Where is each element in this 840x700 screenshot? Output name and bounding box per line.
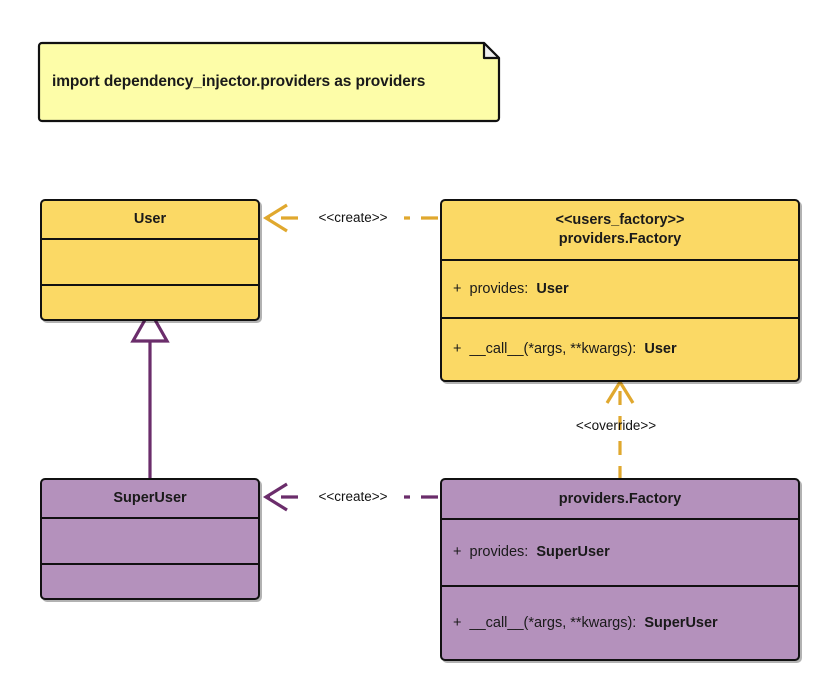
class-header-providers-factory: providers.Factory bbox=[442, 480, 798, 518]
method-label: __call__(*args, **kwargs): bbox=[469, 614, 637, 631]
attribute-label: provides: bbox=[469, 280, 529, 297]
method-label: __call__(*args, **kwargs): bbox=[469, 341, 637, 358]
attribute-row: + provides: SuperUser bbox=[453, 543, 798, 562]
note-text: import dependency_injector.providers as … bbox=[52, 73, 426, 90]
class-box-superuser[interactable]: SuperUser bbox=[40, 478, 260, 600]
edge-label-override: <<override>> bbox=[575, 418, 657, 433]
edge-label-create-superuser: <<create>> bbox=[302, 489, 404, 504]
edge-label-create-user: <<create>> bbox=[302, 210, 404, 225]
class-name-providers-factory: providers.Factory bbox=[558, 490, 682, 507]
class-stereotype-users-factory: <<users_factory>> bbox=[555, 212, 685, 229]
edge-override[interactable] bbox=[605, 378, 635, 480]
attribute-type: SuperUser bbox=[536, 544, 610, 561]
class-box-providers-factory[interactable]: providers.Factory + provides: SuperUser … bbox=[440, 478, 800, 661]
note-shape bbox=[37, 41, 501, 123]
attribute-visibility: + bbox=[453, 280, 462, 297]
class-methods-providers-factory: + __call__(*args, **kwargs): SuperUser bbox=[442, 585, 798, 659]
class-attributes-superuser bbox=[42, 517, 258, 563]
class-methods-superuser bbox=[42, 563, 258, 598]
method-type: User bbox=[644, 341, 677, 358]
class-name-users-factory: providers.Factory bbox=[558, 231, 682, 247]
class-box-user[interactable]: User bbox=[40, 199, 260, 321]
class-methods-users-factory: + __call__(*args, **kwargs): User bbox=[442, 317, 798, 380]
attribute-type: User bbox=[536, 280, 569, 297]
edge-inheritance[interactable] bbox=[130, 307, 170, 482]
method-row: + __call__(*args, **kwargs): User bbox=[453, 340, 798, 359]
attribute-visibility: + bbox=[453, 544, 462, 561]
method-visibility: + bbox=[453, 341, 462, 358]
attribute-row: + provides: User bbox=[453, 280, 798, 299]
class-box-users-factory[interactable]: <<users_factory>> providers.Factory + pr… bbox=[440, 199, 800, 382]
class-name-user: User bbox=[133, 211, 167, 228]
method-type: SuperUser bbox=[644, 614, 718, 631]
class-name-superuser: SuperUser bbox=[113, 490, 187, 507]
class-header-user: User bbox=[42, 201, 258, 238]
class-header-superuser: SuperUser bbox=[42, 480, 258, 517]
class-attributes-users-factory: + provides: User bbox=[442, 259, 798, 317]
class-header-users-factory: <<users_factory>> providers.Factory bbox=[442, 201, 798, 259]
class-methods-user bbox=[42, 284, 258, 319]
import-note: import dependency_injector.providers as … bbox=[36, 40, 502, 124]
class-attributes-user bbox=[42, 238, 258, 284]
class-attributes-providers-factory: + provides: SuperUser bbox=[442, 518, 798, 585]
method-visibility: + bbox=[453, 614, 462, 631]
attribute-label: provides: bbox=[469, 544, 529, 561]
method-row: + __call__(*args, **kwargs): SuperUser bbox=[453, 614, 798, 633]
